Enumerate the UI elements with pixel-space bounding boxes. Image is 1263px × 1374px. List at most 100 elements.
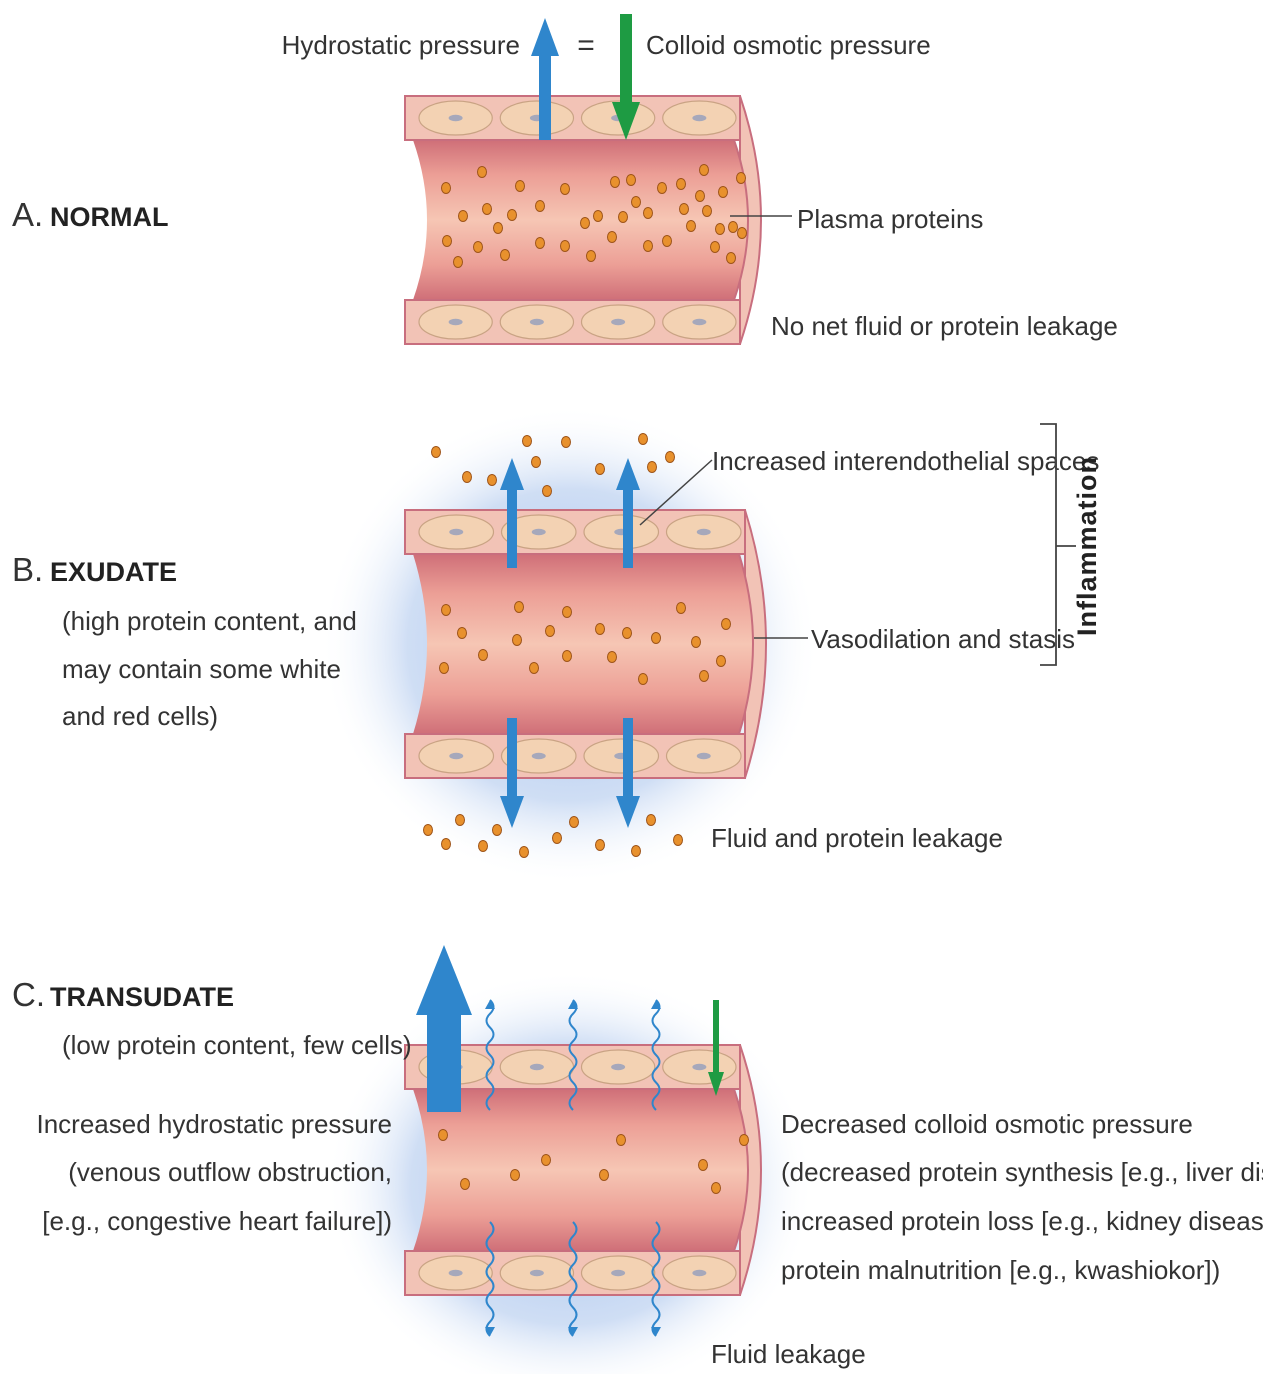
normal-cell-nucleus xyxy=(449,319,463,325)
transudate-cell-nucleus xyxy=(530,1270,544,1276)
exudate-protein-lumen xyxy=(513,635,522,646)
transudate-protein xyxy=(542,1155,551,1166)
plasma-protein xyxy=(663,236,672,247)
transudate-protein xyxy=(712,1183,721,1194)
transudate-protein xyxy=(461,1179,470,1190)
exudate-protein-leaked xyxy=(520,847,529,858)
plasma-protein xyxy=(536,201,545,212)
panel-a-title: NORMAL xyxy=(50,202,168,232)
exudate-protein-lumen xyxy=(546,626,555,637)
no-leakage-label: No net fluid or protein leakage xyxy=(771,311,1118,341)
plasma-protein xyxy=(501,250,510,261)
exudate-protein-leaked xyxy=(570,817,579,828)
transudate-cell-nucleus xyxy=(611,1270,625,1276)
colloid-cause-line-3: increased protein loss [e.g., kidney dis… xyxy=(781,1206,1263,1236)
transudate-protein xyxy=(740,1135,749,1146)
plasma-protein xyxy=(611,177,620,188)
plasma-protein xyxy=(516,181,525,192)
plasma-protein xyxy=(508,210,517,221)
exudate-vessel-lumen xyxy=(413,554,753,734)
exudate-protein-escaped xyxy=(432,447,441,458)
exudate-protein-escaped xyxy=(523,436,532,447)
panel-b-letter: B. xyxy=(12,551,43,588)
plasma-protein xyxy=(443,236,452,247)
exudate-protein-escaped xyxy=(543,486,552,497)
exudate-protein-escaped xyxy=(562,437,571,448)
plasma-protein xyxy=(594,211,603,222)
panel-c-letter: C. xyxy=(12,976,45,1013)
plasma-protein xyxy=(587,251,596,262)
plasma-protein xyxy=(644,208,653,219)
exudate-protein-escaped xyxy=(648,462,657,473)
exudate-protein-lumen xyxy=(722,619,731,630)
exudate-cell-nucleus xyxy=(449,753,463,759)
inflammation-label: Inflammation xyxy=(1072,456,1102,636)
exudate-protein-lumen xyxy=(700,671,709,682)
exudate-vessel xyxy=(405,510,766,778)
plasma-protein xyxy=(711,242,720,253)
plasma-protein xyxy=(738,228,747,239)
colloid-osmotic-pressure-label: Colloid osmotic pressure xyxy=(646,30,931,60)
plasma-protein xyxy=(561,184,570,195)
exudate-protein-lumen xyxy=(677,603,686,614)
plasma-protein xyxy=(680,204,689,215)
exudate-protein-leaked xyxy=(456,815,465,826)
vasodilation-label: Vasodilation and stasis xyxy=(811,624,1075,654)
exudate-protein-leaked xyxy=(553,833,562,844)
transudate-desc: (low protein content, few cells) xyxy=(62,1030,412,1060)
exudate-protein-lumen xyxy=(458,628,467,639)
hydrostatic-cause-line-2: (venous outflow obstruction, xyxy=(68,1157,392,1187)
transudate-cell-nucleus xyxy=(692,1064,706,1070)
exudate-desc-line-1: (high protein content, and xyxy=(62,606,357,636)
normal-cell-nucleus xyxy=(692,115,706,121)
normal-cell-nucleus xyxy=(611,319,625,325)
plasma-protein xyxy=(483,204,492,215)
exudate-protein-lumen xyxy=(623,628,632,639)
transudate-vessel-lumen xyxy=(413,1089,748,1251)
transudate-protein xyxy=(511,1170,520,1181)
exudate-protein-leaked xyxy=(442,839,451,850)
exudate-cell-nucleus xyxy=(697,753,711,759)
equals-sign: = xyxy=(577,29,595,62)
exudate-protein-lumen xyxy=(515,602,524,613)
transudate-cell-nucleus xyxy=(530,1064,544,1070)
hydrostatic-pressure-label: Hydrostatic pressure xyxy=(282,30,520,60)
transudate-cell-nucleus xyxy=(449,1270,463,1276)
exudate-protein-lumen xyxy=(608,652,617,663)
plasma-protein xyxy=(687,221,696,232)
exudate-protein-lumen xyxy=(692,637,701,648)
plasma-protein xyxy=(700,165,709,176)
exudate-protein-escaped xyxy=(596,464,605,475)
exudate-protein-lumen xyxy=(563,607,572,618)
fluid-leakage-label: Fluid leakage xyxy=(711,1339,866,1369)
plasma-protein xyxy=(729,222,738,233)
plasma-protein xyxy=(719,187,728,198)
exudate-protein-escaped xyxy=(532,457,541,468)
normal-cell-nucleus xyxy=(692,319,706,325)
exudate-protein-leaked xyxy=(596,840,605,851)
colloid-cause-line-4: protein malnutrition [e.g., kwashiokor]) xyxy=(781,1255,1220,1285)
exudate-protein-lumen xyxy=(530,663,539,674)
exudate-protein-lumen xyxy=(442,605,451,616)
exudate-protein-lumen xyxy=(479,650,488,661)
plasma-protein xyxy=(608,232,617,243)
plasma-protein xyxy=(658,183,667,194)
plasma-protein xyxy=(561,241,570,252)
plasma-protein xyxy=(677,179,686,190)
plasma-protein xyxy=(459,211,468,222)
hydrostatic-cause-line-3: [e.g., congestive heart failure]) xyxy=(42,1206,392,1236)
exudate-protein-leaked xyxy=(479,841,488,852)
interendothelial-spaces-label: Increased interendothelial spaces xyxy=(712,446,1099,476)
exudate-protein-lumen xyxy=(596,624,605,635)
transudate-protein xyxy=(617,1135,626,1146)
panel-a-letter: A. xyxy=(12,196,43,233)
plasma-proteins-label: Plasma proteins xyxy=(797,204,983,234)
plasma-protein xyxy=(696,191,705,202)
exudate-protein-escaped xyxy=(463,472,472,483)
exudate-protein-lumen xyxy=(717,656,726,667)
exudate-protein-leaked xyxy=(424,825,433,836)
exudate-desc-line-3: and red cells) xyxy=(62,701,218,731)
plasma-protein xyxy=(536,238,545,249)
transudate-cell-nucleus xyxy=(692,1270,706,1276)
